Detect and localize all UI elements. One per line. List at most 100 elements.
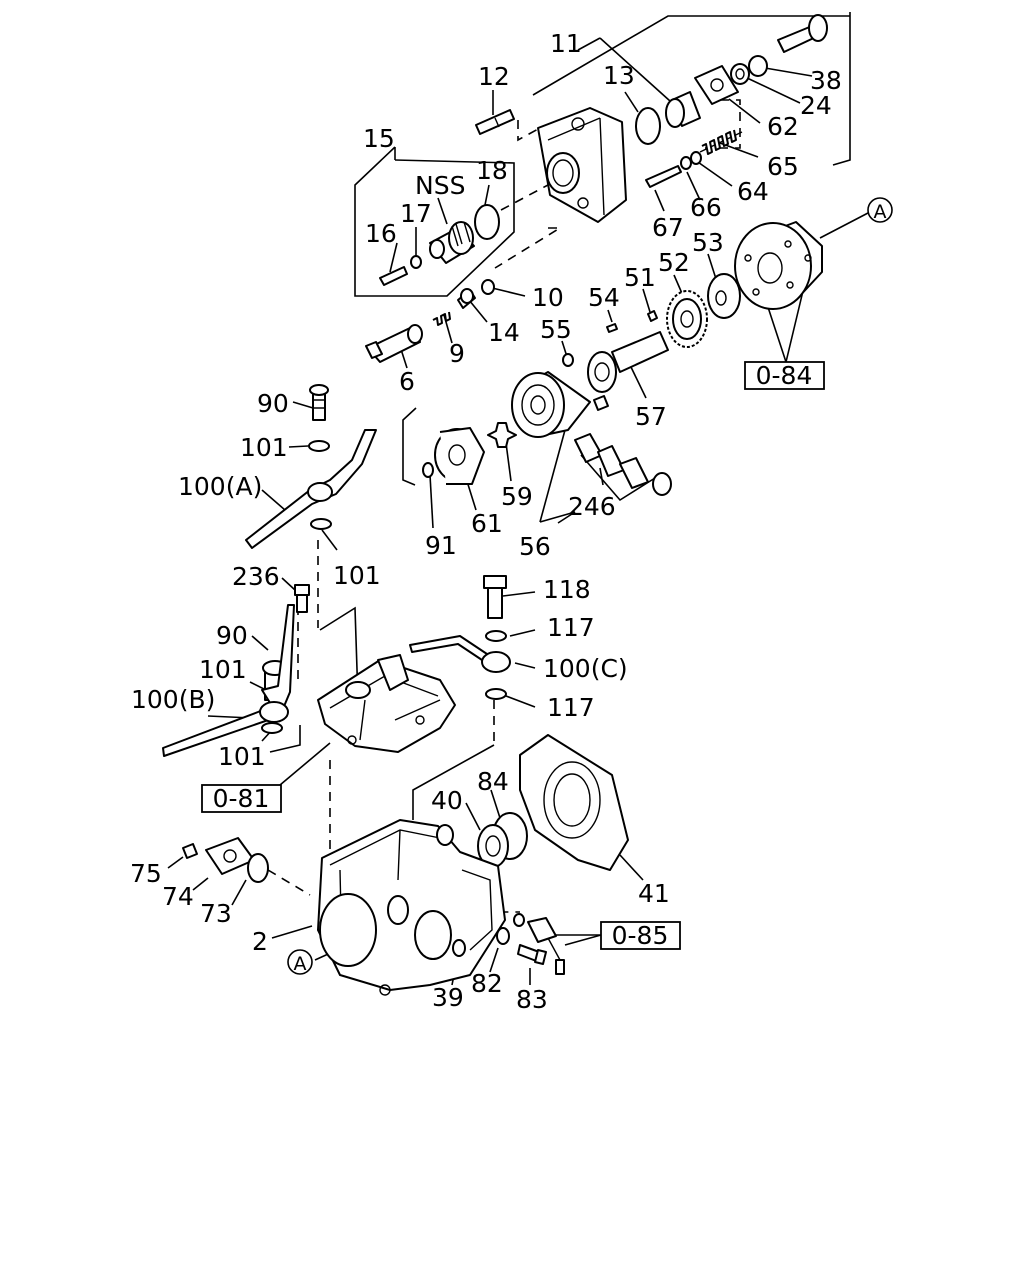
- ref-0-85: 0-85: [612, 921, 669, 950]
- label-61: 61: [471, 509, 503, 538]
- leader-lines: [167, 12, 869, 986]
- label-41: 41: [638, 879, 670, 908]
- rollers-246: [574, 433, 672, 496]
- ring-55: [562, 353, 574, 367]
- washer-17: [410, 255, 422, 269]
- label-91: 91: [425, 531, 457, 560]
- label-nss: NSS: [415, 171, 465, 200]
- callout-a-top: A: [867, 197, 893, 223]
- label-55: 55: [540, 315, 572, 344]
- label-101-a: 101: [240, 433, 288, 462]
- bolt-236: [294, 584, 310, 613]
- callout-a-bottom: A: [287, 949, 313, 975]
- valve-nss: [429, 221, 475, 264]
- bolt-16: [379, 266, 408, 286]
- label-24: 24: [800, 91, 832, 120]
- pump-cover: [537, 107, 627, 223]
- label-82: 82: [471, 969, 503, 998]
- label-52: 52: [658, 248, 690, 277]
- body-0-81: [317, 654, 456, 753]
- plate-62: [694, 65, 739, 105]
- washer-24: [748, 55, 768, 77]
- label-236: 236: [232, 562, 280, 591]
- key-54: [606, 323, 618, 333]
- bolt-38: [777, 14, 828, 53]
- ref-0-84: 0-84: [756, 361, 813, 390]
- pipe-100-b: [162, 604, 295, 757]
- bolt-83: [517, 944, 547, 965]
- washer-66: [680, 156, 692, 170]
- label-84: 84: [477, 767, 509, 796]
- label-39: 39: [432, 983, 464, 1012]
- washer-64: [690, 151, 702, 165]
- key-51: [647, 310, 658, 322]
- label-118: 118: [543, 575, 591, 604]
- washer-117-a: [485, 630, 507, 642]
- label-14: 14: [488, 318, 520, 347]
- pin-67: [645, 165, 682, 188]
- label-246: 246: [568, 492, 616, 521]
- label-73: 73: [200, 899, 232, 928]
- washer-101-a: [308, 440, 330, 452]
- label-64: 64: [737, 177, 769, 206]
- label-56: 56: [519, 532, 551, 561]
- label-15: 15: [363, 124, 395, 153]
- flange-0-84: [734, 221, 823, 310]
- label-101-d: 101: [218, 742, 266, 771]
- label-17: 17: [400, 199, 432, 228]
- washer-101-b: [310, 518, 332, 530]
- label-62: 62: [767, 112, 799, 141]
- label-9: 9: [449, 339, 465, 368]
- cross-59: [487, 422, 517, 448]
- washer-10: [481, 279, 495, 295]
- washer-53: [707, 273, 741, 319]
- label-6: 6: [399, 367, 415, 396]
- oring-13: [635, 107, 661, 145]
- label-90-mid: 90: [216, 621, 248, 650]
- piston-11: [665, 91, 701, 128]
- callout-a-bottom-label: A: [294, 953, 307, 975]
- label-10: 10: [532, 283, 564, 312]
- rotor-56: [511, 371, 591, 438]
- label-66: 66: [690, 193, 722, 222]
- fitting-6: [365, 324, 423, 363]
- label-40: 40: [431, 786, 463, 815]
- plate-74: [205, 837, 255, 875]
- cover-41: [519, 734, 629, 871]
- ref-0-81: 0-81: [213, 784, 270, 813]
- label-90-top: 90: [257, 389, 289, 418]
- bolt-90-top: [309, 384, 329, 421]
- callout-a-top-label: A: [874, 201, 887, 223]
- part-drawings: [162, 14, 828, 996]
- washer-91: [422, 462, 434, 478]
- ref-box-0-81: 0-81: [201, 784, 282, 813]
- label-53: 53: [692, 228, 724, 257]
- label-74: 74: [162, 882, 194, 911]
- label-100a: 100(A): [178, 472, 262, 501]
- label-67: 67: [652, 213, 684, 242]
- label-2: 2: [252, 927, 268, 956]
- label-101-b: 101: [333, 561, 381, 590]
- part-labels: 11 12 13 38 24 62 15 NSS 18 65 64 66 67 …: [130, 29, 842, 1014]
- plug-39: [452, 939, 466, 957]
- bolt-75: [182, 843, 198, 859]
- spring-65: [699, 129, 743, 155]
- pipe-100-c: [409, 635, 511, 673]
- label-18: 18: [476, 156, 508, 185]
- label-51: 51: [624, 263, 656, 292]
- label-100c: 100(C): [543, 654, 628, 683]
- label-117-a: 117: [547, 613, 595, 642]
- sensor-0-85: [513, 913, 565, 975]
- label-16: 16: [365, 219, 397, 248]
- washer-62: [730, 63, 750, 85]
- label-117-b: 117: [547, 693, 595, 722]
- label-11: 11: [550, 29, 582, 58]
- label-59: 59: [501, 482, 533, 511]
- label-38: 38: [810, 66, 842, 95]
- oring-73: [247, 853, 269, 883]
- label-57: 57: [635, 402, 667, 431]
- stud-12: [475, 109, 515, 135]
- cam-disc-61: [434, 427, 485, 485]
